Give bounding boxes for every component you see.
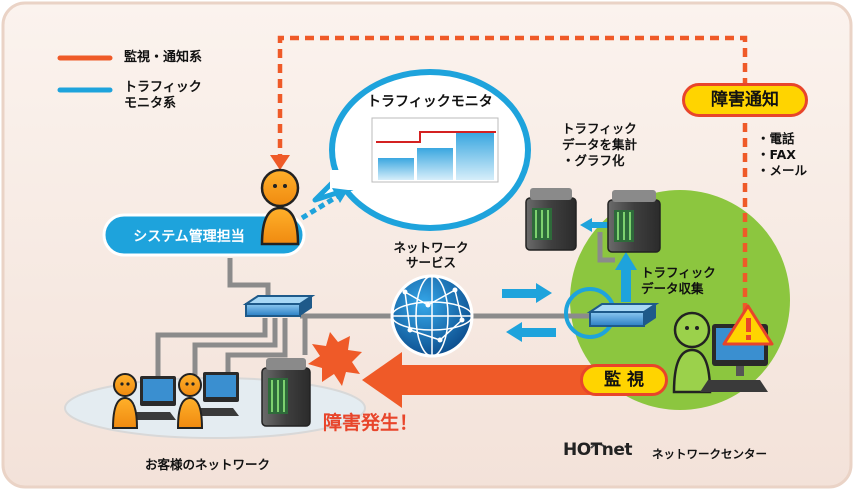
customer-person-icon	[111, 373, 139, 429]
collect-label-2: データ収集	[641, 281, 704, 296]
notification-arrowhead	[270, 155, 290, 170]
collect-arrow	[621, 268, 631, 302]
monitor-arrow	[400, 365, 600, 395]
system-admin-pill	[102, 213, 306, 257]
legend-traffic-label-1: トラフィック	[124, 80, 202, 95]
traffic-chart-icon	[371, 117, 499, 183]
network-service-label-1: ネットワーク	[393, 240, 469, 255]
bubble-title: トラフィックモニタ	[367, 94, 493, 110]
collect-label-1: トラフィック	[641, 265, 716, 280]
customer-person-icon	[176, 373, 204, 429]
center-router-icon	[586, 303, 660, 327]
customer-network-label: お客様のネットワーク	[145, 457, 271, 472]
network-service-label-2: サービス	[405, 255, 456, 270]
notify-method-phone: ・電話	[757, 131, 795, 146]
customer-computer-icon	[191, 372, 239, 416]
customer-computer-icon	[128, 376, 176, 420]
monitor-badge: 監 視	[580, 364, 668, 396]
customer-router-icon	[242, 295, 316, 317]
notify-method-fax: ・FAX	[757, 147, 796, 162]
failure-label: 障害発生！	[323, 412, 419, 434]
aggregate-label-1: トラフィック	[562, 121, 637, 136]
notify-method-mail: ・メール	[757, 163, 808, 178]
notification-path	[277, 35, 748, 342]
lan-cables	[155, 232, 615, 380]
bubble-tail-cover	[330, 170, 358, 190]
logo-wave	[590, 443, 607, 449]
admin-person-icon	[260, 168, 300, 246]
alert-badge: 障害通知	[682, 83, 808, 117]
burst-icon	[308, 332, 362, 386]
traffic-flow-arrows	[502, 283, 556, 342]
legend-monitor-label: 監視・通知系	[124, 50, 203, 65]
aggregate-server-icon	[525, 188, 577, 251]
globe-icon	[390, 274, 474, 358]
operator-person-icon	[672, 311, 712, 394]
brand-logo: HOTnet	[563, 440, 633, 460]
aggregate-label-2: データを集計	[562, 137, 638, 152]
legend-traffic-label-2: モニタ系	[124, 96, 177, 111]
brand-center-label: ネットワークセンター	[652, 447, 767, 461]
warning-icon	[722, 304, 774, 346]
customer-server-icon	[261, 358, 311, 427]
admin-to-monitor-arrow	[300, 193, 340, 221]
collector-server-icon	[607, 190, 661, 253]
aggregate-label-3: ・グラフ化	[562, 153, 625, 168]
system-admin-label: システム管理担当	[133, 229, 245, 245]
